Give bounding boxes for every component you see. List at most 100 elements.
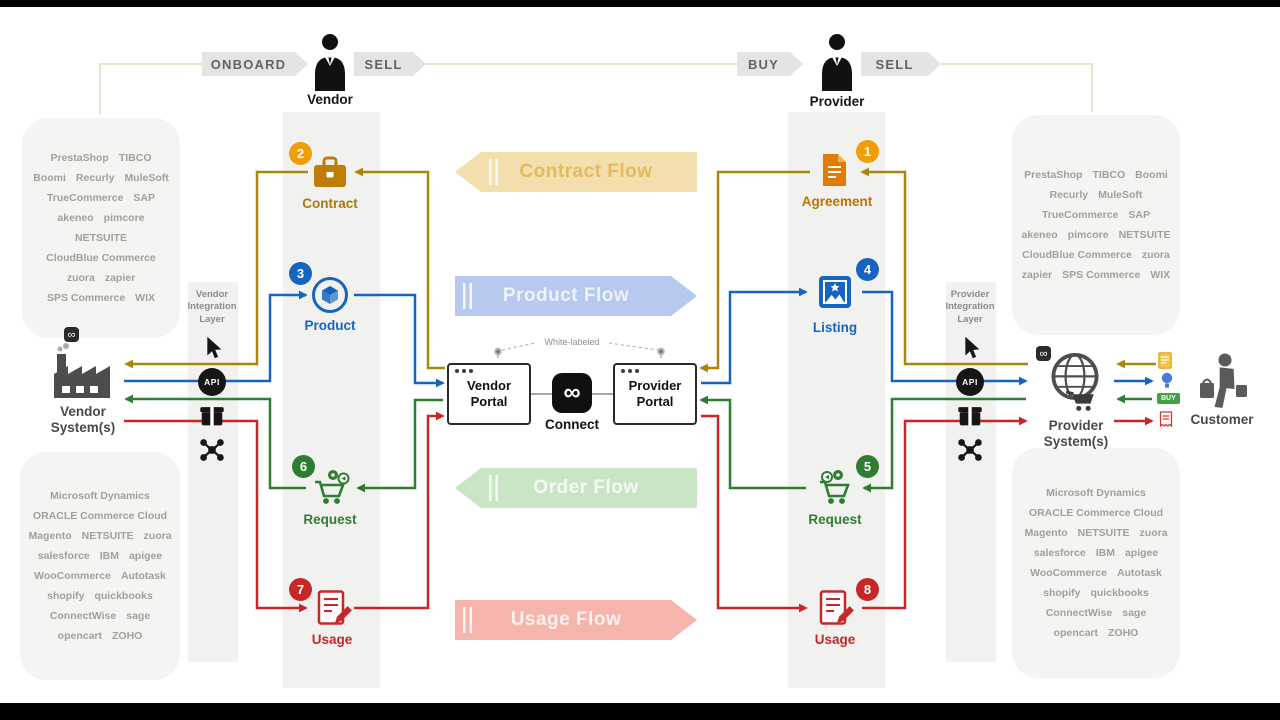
logo-item: zapier [1021, 269, 1053, 281]
logo-item: salesforce [1033, 547, 1086, 559]
contract-line-to-provider-portal [699, 170, 810, 373]
order-line-to-vendor-system [124, 394, 306, 490]
logo-item: MuleSoft [1098, 189, 1143, 201]
provider-integration-label: Provider Integration Layer [945, 289, 995, 325]
logo-item: zuora [1139, 527, 1168, 539]
request-provider-icon [815, 468, 855, 513]
factory-icon [50, 342, 116, 407]
order-line-to-request5 [862, 397, 1026, 493]
listing-label: Listing [812, 320, 858, 335]
provider-system-label: Provider System(s) [1043, 418, 1109, 449]
usage-line-to-vendor-portal [354, 411, 445, 610]
logo-item: Microsoft Dynamics [50, 490, 150, 502]
logo-item: WIX [135, 292, 156, 304]
step-badge-2: 2 [289, 142, 312, 165]
drone-icon [198, 436, 226, 469]
product-flow-ribbon: Product Flow [455, 276, 697, 316]
ribbon-stripes [463, 283, 476, 309]
logo-item: opencart [1053, 627, 1098, 639]
logo-item: Recurly [75, 172, 115, 184]
globe-commerce-icon [1044, 350, 1106, 421]
api-icon-label: API [962, 377, 978, 387]
onboard-wire-right [941, 63, 1093, 112]
usage-vendor-icon [312, 588, 352, 633]
product-icon [310, 275, 350, 320]
usage-provider-icon [814, 588, 854, 633]
provider-person-label: Provider [809, 94, 865, 109]
step-badge-1: 1 [856, 140, 879, 163]
product-flow-label: Product Flow [502, 285, 630, 306]
logo-item: apigee [128, 550, 163, 562]
logo-item: CloudBlue Commerce [46, 252, 156, 264]
order-line-to-provider-portal [699, 395, 806, 490]
api-icon: API [956, 368, 984, 396]
api-icon-label: API [204, 377, 220, 387]
order-flow-label: Order Flow [533, 477, 639, 498]
order-line-to-request6 [356, 398, 443, 493]
contract-label: Contract [302, 196, 358, 211]
step-badge-4: 4 [856, 258, 879, 281]
logo-item: ORACLE Commerce Cloud [1028, 507, 1164, 519]
vendor-integration-label: Vendor Integration Layer [187, 289, 237, 325]
logo-item: TIBCO [118, 152, 152, 164]
product-line-to-vendor-portal [354, 293, 445, 388]
step-badge-3: 3 [289, 262, 312, 285]
request-vendor-label: Request [303, 512, 357, 527]
vendor-person-icon [311, 33, 349, 96]
sell-right-ribbon: SELL [861, 52, 941, 76]
logo-item: shopify [1043, 587, 1081, 599]
logo-item: Autotask [1116, 567, 1162, 579]
vendor-system-label: Vendor System(s) [50, 404, 116, 435]
logo-item: pimcore [103, 212, 145, 224]
logo-item: SPS Commerce [1062, 269, 1141, 281]
logo-item: Magento [1024, 527, 1068, 539]
provider-portal-box: Provider Portal [613, 363, 697, 425]
logo-item: WIX [1150, 269, 1171, 281]
buy-chip-label: BUY [1161, 395, 1176, 402]
buy-chip: BUY [1157, 393, 1180, 404]
receipt-icon [1159, 411, 1173, 433]
sell-left-ribbon: SELL [354, 52, 426, 76]
logo-item: PrestaShop [1024, 169, 1083, 181]
contract-line-to-vendor-system [124, 170, 308, 369]
order-flow-ribbon: Order Flow [455, 468, 697, 508]
logo-item: apigee [1124, 547, 1159, 559]
onboard-ribbon: ONBOARD [202, 52, 308, 76]
white-label-dashes [501, 342, 659, 351]
sell-right-label: SELL [875, 56, 914, 72]
logo-item: WooCommerce [1030, 567, 1107, 579]
logo-item: zapier [104, 272, 136, 284]
ribbon-stripes [489, 475, 502, 501]
customer-icon [1194, 352, 1250, 415]
contract-line-to-contract [354, 167, 445, 370]
logo-item: pimcore [1067, 229, 1109, 241]
logo-item: Microsoft Dynamics [1046, 487, 1146, 499]
drone-icon [956, 436, 984, 469]
logo-item: TrueCommerce [46, 192, 124, 204]
usage-vendor-label: Usage [311, 632, 353, 647]
logo-item: MuleSoft [124, 172, 169, 184]
logo-item: sage [126, 610, 151, 622]
usage-line-to-usage8 [701, 414, 808, 613]
logo-item: Recurly [1049, 189, 1089, 201]
logo-item: PrestaShop [50, 152, 109, 164]
agreement-label: Agreement [801, 194, 873, 209]
letterbox-bottom [0, 703, 1280, 720]
product-line-vendor [124, 290, 308, 383]
step-badge-8: 8 [856, 578, 879, 601]
provider-portal-label: Provider Portal [628, 378, 682, 409]
logo-item: SPS Commerce [46, 292, 126, 304]
logo-item: shopify [47, 590, 85, 602]
vendor-portal-box: Vendor Portal [447, 363, 531, 425]
step-badge-6: 6 [292, 455, 315, 478]
contract-flow-ribbon: Contract Flow [455, 152, 697, 192]
connect-mini-badge-icon: ∞ [1036, 346, 1051, 361]
webcam-icon [655, 346, 667, 364]
logo-item: NETSUITE [1118, 229, 1171, 241]
cursor-icon [956, 334, 984, 367]
